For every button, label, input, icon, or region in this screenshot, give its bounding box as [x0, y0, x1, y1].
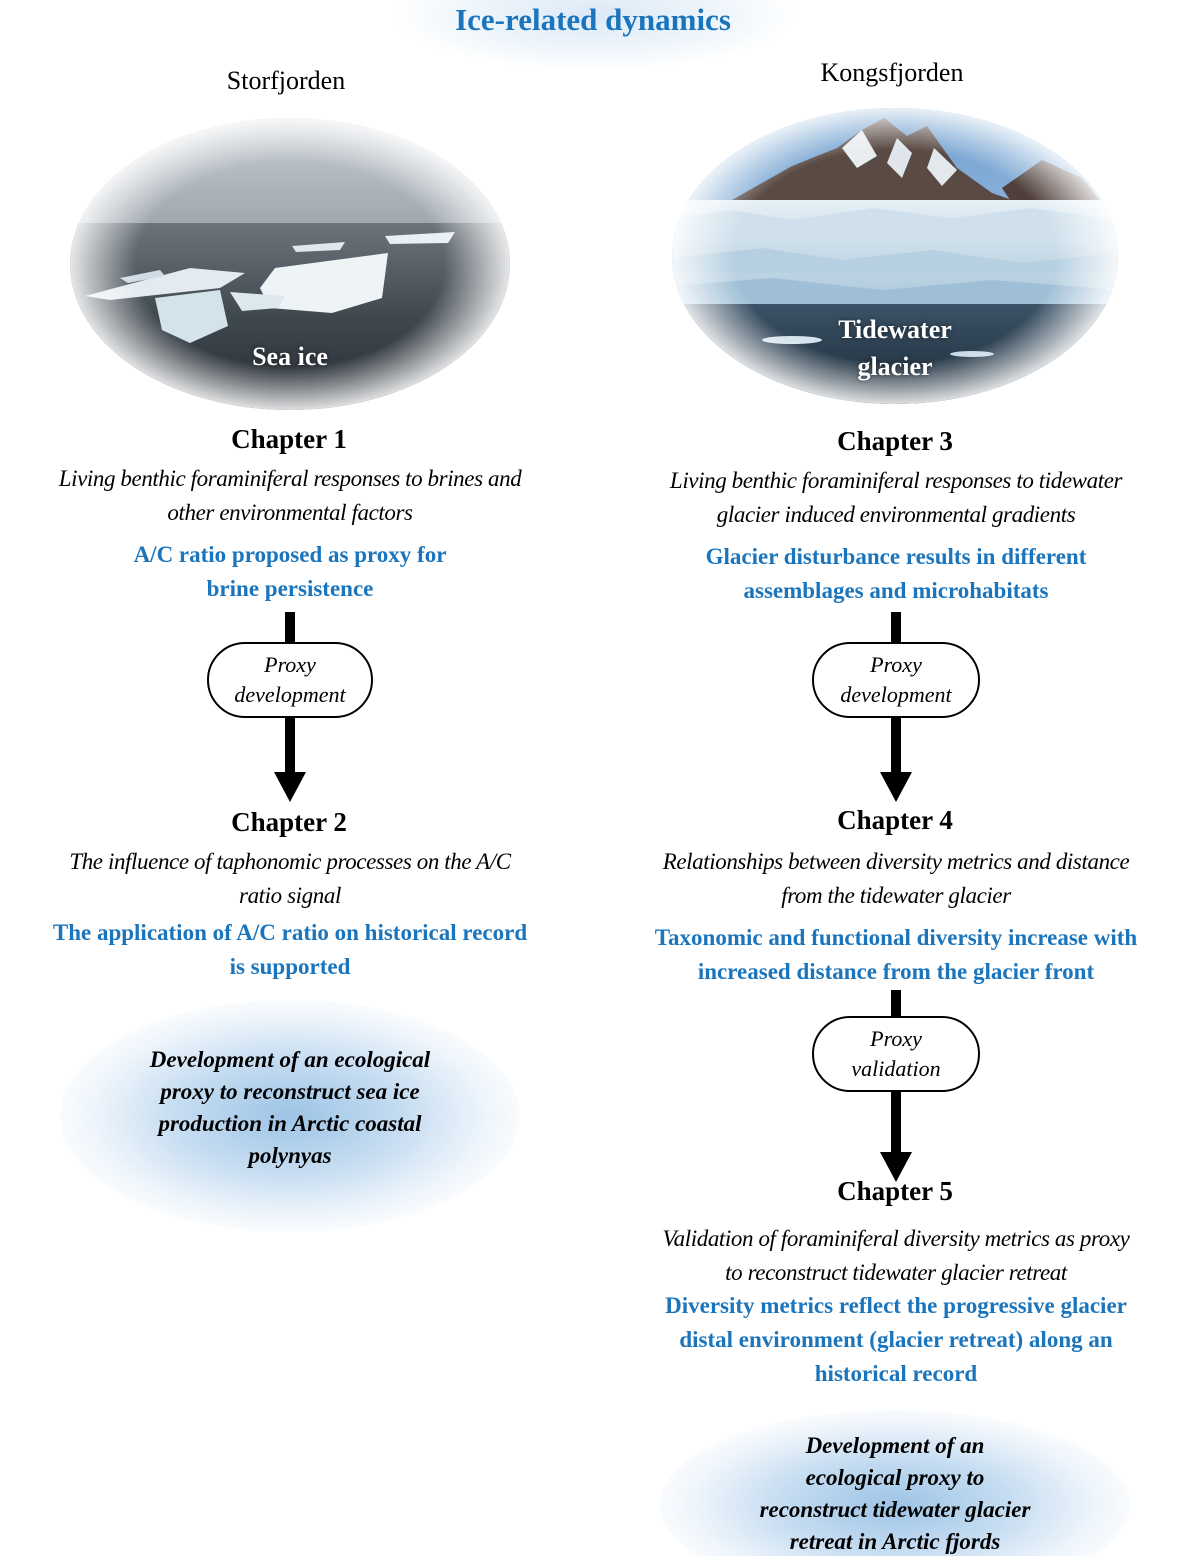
chapter-2-description-line: ratio signal	[239, 883, 341, 908]
chapter-4-finding-line: Taxonomic and functional diversity incre…	[654, 925, 1138, 950]
connector-line	[891, 612, 901, 646]
outcome-glow	[660, 1410, 1130, 1556]
left-outcome: Development of an ecological proxy to re…	[90, 1044, 490, 1172]
chapter-2-finding-line: The application of A/C ratio on historic…	[52, 920, 528, 945]
outcome-line: polynyas	[248, 1143, 332, 1168]
chapter-4-title: Chapter 4	[837, 805, 953, 835]
chapter-1-description-line: other environmental factors	[167, 500, 413, 525]
chapter-4-description-line: from the tidewater glacier	[781, 883, 1011, 908]
step-line: Proxy	[870, 652, 922, 677]
chapter-5-description-line: to reconstruct tidewater glacier retreat	[725, 1260, 1067, 1285]
step-proxy-development: Proxy development	[812, 642, 980, 718]
sea-ice-photo: Sea ice	[70, 118, 510, 410]
chapter-2-description-line: The influence of taphonomic processes on…	[69, 849, 511, 874]
chapter-4-finding: Taxonomic and functional diversity incre…	[606, 921, 1186, 989]
chapter-3-finding: Glacier disturbance results in different…	[626, 540, 1166, 608]
arrow-head	[880, 772, 912, 802]
chapter-1-finding-line: A/C ratio proposed as proxy for	[133, 542, 447, 567]
chapter-5-description: Validation of foraminiferal diversity me…	[606, 1222, 1186, 1290]
connector-line	[285, 612, 295, 646]
chapter-4-description-line: Relationships between diversity metrics …	[662, 849, 1130, 874]
chapter-3-finding-line: Glacier disturbance results in different	[705, 544, 1087, 569]
outcome-line: Development of an	[805, 1433, 985, 1458]
chapter-1-finding: A/C ratio proposed as proxy for brine pe…	[40, 538, 540, 606]
chapter-5-finding-line: historical record	[814, 1361, 978, 1386]
arrow-head	[274, 772, 306, 802]
chapter-2-title: Chapter 2	[231, 807, 347, 837]
chapter-1-title: Chapter 1	[231, 424, 347, 454]
chapter-3-description: Living benthic foraminiferal responses t…	[606, 464, 1186, 532]
chapter-5-finding-line: distal environment (glacier retreat) alo…	[679, 1327, 1113, 1352]
step-line: Proxy	[264, 652, 316, 677]
outcome-line: retreat in Arctic fjords	[789, 1529, 1001, 1554]
tidewater-glacier-label: Tidewater glacier	[800, 311, 990, 385]
outcome-line: Development of an ecological	[149, 1047, 431, 1072]
chapter-2-finding-line: is supported	[229, 954, 351, 979]
chapter-3-finding-line: assemblages and microhabitats	[743, 578, 1049, 603]
step-proxy-validation: Proxy validation	[812, 1016, 980, 1092]
step-line: development	[840, 682, 952, 707]
arrow-shaft	[285, 716, 295, 772]
arrow-head	[880, 1152, 912, 1182]
tidewater-glacier-photo: Tidewater glacier	[672, 108, 1118, 404]
location-storfjorden: Storfjorden	[226, 66, 346, 95]
outcome-glow	[60, 1000, 520, 1232]
chapter-4-finding-line: increased distance from the glacier fron…	[697, 959, 1095, 984]
chapter-3-description-line: Living benthic foraminiferal responses t…	[669, 468, 1123, 493]
right-outcome: Development of an ecological proxy to re…	[695, 1430, 1095, 1556]
step-proxy-development: Proxy development	[207, 642, 373, 718]
outcome-line: proxy to reconstruct sea ice	[160, 1079, 420, 1104]
outcome-line: ecological proxy to	[805, 1465, 985, 1490]
step-line: development	[234, 682, 346, 707]
arrow-shaft	[891, 716, 901, 772]
chapter-4-description: Relationships between diversity metrics …	[606, 845, 1186, 913]
chapter-3-description-line: glacier induced environmental gradients	[716, 502, 1076, 527]
step-line: Proxy	[870, 1026, 922, 1051]
chapter-1-description-line: Living benthic foraminiferal responses t…	[58, 466, 522, 491]
chapter-1-description: Living benthic foraminiferal responses t…	[0, 462, 580, 530]
tidewater-glacier-label-line: Tidewater	[838, 315, 952, 344]
outcome-line: reconstruct tidewater glacier	[759, 1497, 1031, 1522]
tidewater-glacier-label-line: glacier	[857, 352, 933, 381]
chapter-5-description-line: Validation of foraminiferal diversity me…	[662, 1226, 1130, 1251]
chapter-5-finding-line: Diversity metrics reflect the progressiv…	[665, 1293, 1127, 1318]
arrow-shaft	[891, 1090, 901, 1152]
chapter-5-finding: Diversity metrics reflect the progressiv…	[606, 1289, 1186, 1391]
diagram-title: Ice-related dynamics	[455, 2, 731, 37]
connector-line	[891, 990, 901, 1020]
chapter-5-title: Chapter 5	[837, 1176, 953, 1206]
chapter-3-title: Chapter 3	[837, 426, 953, 456]
chapter-2-description: The influence of taphonomic processes on…	[10, 845, 570, 913]
location-kongsfjorden: Kongsfjorden	[820, 58, 964, 87]
step-line: validation	[851, 1056, 941, 1081]
tidewater-glacier-image	[672, 108, 1118, 404]
outcome-line: production in Arctic coastal	[158, 1111, 422, 1136]
chapter-2-finding: The application of A/C ratio on historic…	[5, 916, 575, 984]
sea-ice-label: Sea ice	[252, 342, 328, 371]
chapter-1-finding-line: brine persistence	[206, 576, 374, 601]
